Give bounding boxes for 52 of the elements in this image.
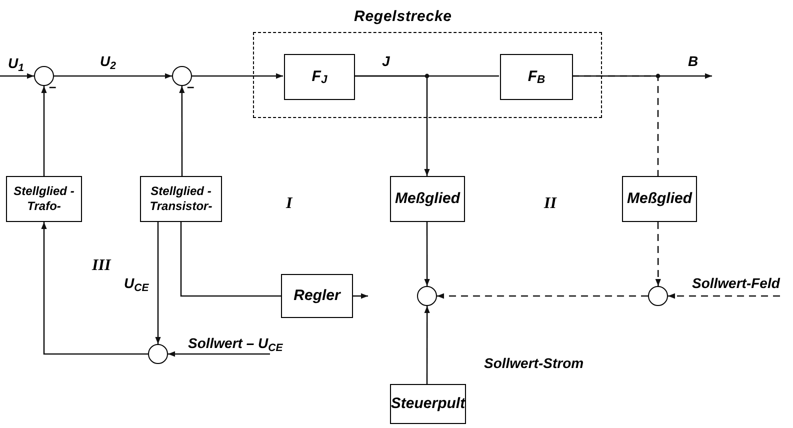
block-label: Stellglied -Trafo-	[12, 184, 76, 214]
summing-junction	[417, 286, 437, 306]
arrow	[655, 222, 661, 286]
block-label: Meßglied	[626, 190, 692, 208]
block-box	[390, 176, 465, 222]
edge-label: Sollwert-Feld	[690, 276, 782, 290]
summing-junction	[648, 286, 668, 306]
edge-label: Sollwert-Strom	[482, 356, 586, 370]
block-label: Stellglied -Transistor-	[148, 184, 214, 214]
summing-junction	[172, 66, 192, 86]
connector-line	[572, 75, 659, 176]
connector-line	[180, 222, 281, 297]
block-label: F$_{J}$	[312, 68, 328, 86]
group-title: Regelstrecke	[354, 7, 452, 27]
edge-label: J	[380, 54, 392, 68]
loop-numeral: I	[286, 196, 292, 212]
arrow	[155, 222, 161, 344]
loop-numeral: III	[92, 258, 111, 274]
arrow	[437, 293, 648, 299]
edge-label: U$_{CE}$	[122, 276, 151, 290]
arrow	[168, 351, 270, 357]
summing-junction	[148, 344, 168, 364]
arrow	[54, 73, 172, 79]
block-label: F$_{B}$	[528, 68, 546, 86]
edge-label: U$_{1}$	[6, 56, 26, 70]
edge-label: U$_{2}$	[98, 54, 118, 68]
block-box	[281, 274, 353, 318]
arrow	[179, 86, 185, 176]
loop-numeral: II	[544, 196, 556, 212]
arrow	[354, 75, 430, 176]
block-box	[284, 54, 355, 100]
arrow	[0, 73, 34, 79]
block-box	[390, 384, 466, 424]
arrow	[424, 306, 430, 384]
block-label: Meßglied	[394, 190, 460, 208]
block-box	[6, 176, 82, 222]
arrow	[424, 222, 430, 286]
minus-sign: –	[187, 78, 194, 96]
arrow	[192, 73, 283, 79]
arrow	[353, 293, 368, 299]
block-label: Regler	[294, 286, 340, 306]
block-box	[622, 176, 697, 222]
block-label: Steuerpult	[390, 394, 466, 414]
block-box	[500, 54, 573, 100]
summing-junction	[34, 66, 54, 86]
arrow	[41, 86, 47, 176]
minus-sign: –	[49, 78, 56, 96]
block-box	[140, 176, 222, 222]
edge-label: Sollwert – U$_{CE}$	[186, 336, 285, 350]
arrow	[668, 293, 780, 299]
edge-label: B	[686, 54, 700, 68]
arrow	[41, 222, 148, 355]
